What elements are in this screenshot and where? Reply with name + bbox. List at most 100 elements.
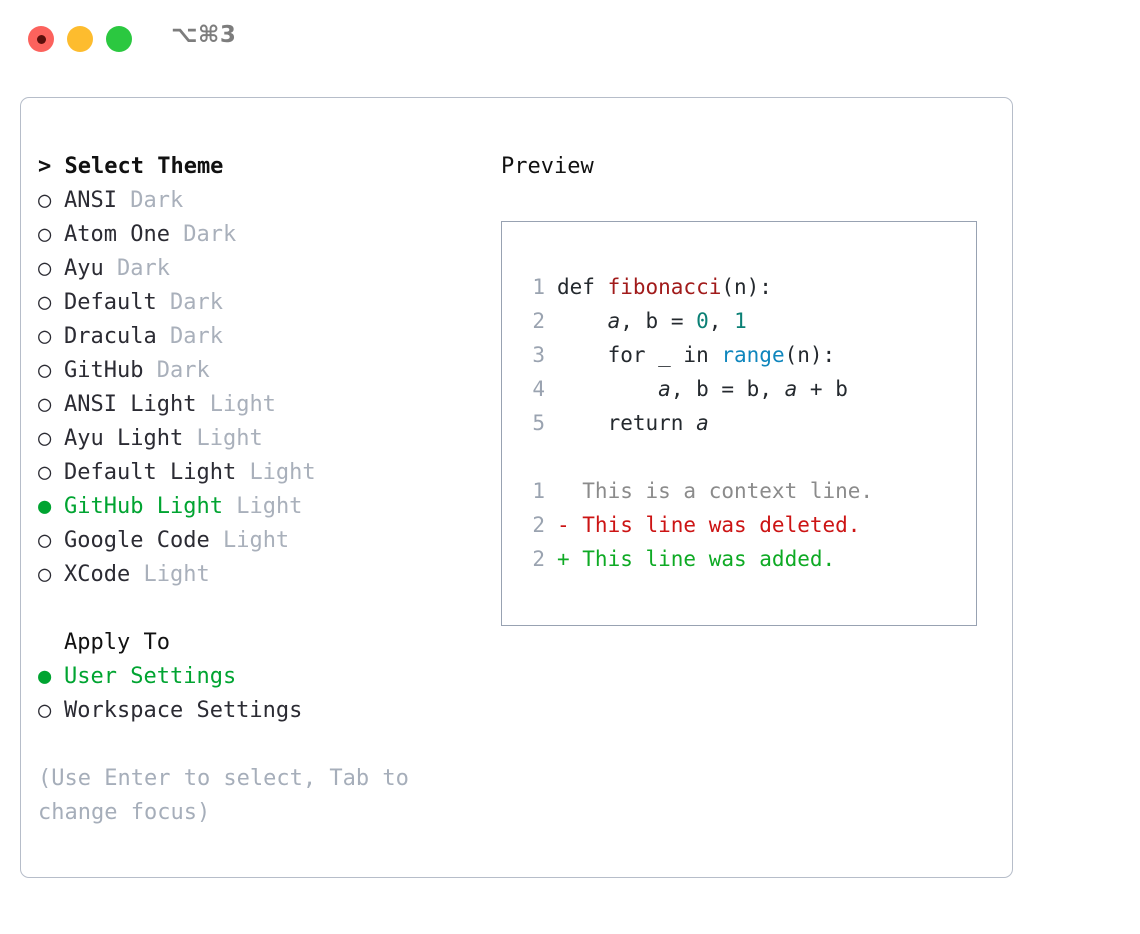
code-token: a xyxy=(607,309,621,333)
theme-option-kind: Light xyxy=(236,494,303,519)
section-spacer xyxy=(38,592,478,626)
diff-sample: 1 This is a context line. 2 - This line wa… xyxy=(519,474,968,576)
radio-unselected-icon: ○ xyxy=(38,528,52,553)
code-token: return xyxy=(557,411,697,435)
code-token: for _ in xyxy=(557,343,722,367)
theme-selector-panel: > Select Theme ○ANSI Dark○Atom One Dark○… xyxy=(20,97,1013,878)
theme-list-column: > Select Theme ○ANSI Dark○Atom One Dark○… xyxy=(38,150,478,830)
line-number: 3 xyxy=(532,343,545,367)
code-line: 1 def fibonacci(n): xyxy=(519,270,968,304)
theme-option-xcode[interactable]: ○XCode Light xyxy=(38,558,478,592)
radio-selected-icon: ● xyxy=(38,494,52,519)
theme-option-kind: Dark xyxy=(130,188,184,213)
radio-unselected-icon: ○ xyxy=(38,392,52,417)
code-token: b xyxy=(645,309,659,333)
code-line: 5 return a xyxy=(519,406,968,440)
code-token: (n): xyxy=(721,275,772,299)
apply-to-option-workspace-settings[interactable]: ○ Workspace Settings xyxy=(38,694,478,728)
close-button[interactable] xyxy=(28,26,54,52)
theme-option-google-code[interactable]: ○ Google Code Light xyxy=(38,524,478,558)
theme-option-kind: Light xyxy=(222,528,290,553)
theme-option-label: Default xyxy=(64,290,157,315)
theme-list[interactable]: ○ANSI Dark○Atom One Dark○Ayu Dark○Defaul… xyxy=(38,184,478,592)
window-controls xyxy=(28,26,132,52)
code-token: (n): xyxy=(784,343,836,367)
radio-unselected-icon: ○ xyxy=(38,188,52,213)
radio-unselected-icon: ○ xyxy=(38,460,52,485)
theme-option-label: Google Code xyxy=(64,528,210,553)
theme-option-kind: Dark xyxy=(117,256,170,281)
code-token: 0 xyxy=(696,309,709,333)
theme-option-kind: Dark xyxy=(169,324,223,349)
code-token: a xyxy=(784,377,798,401)
code-token: 1 xyxy=(734,309,747,333)
radio-unselected-icon: ○ xyxy=(38,698,52,723)
line-number: 1 xyxy=(532,275,545,299)
radio-unselected-icon: ○ xyxy=(38,222,52,247)
diff-spacer xyxy=(519,440,968,474)
code-line: 2 a, b = 0, 1 xyxy=(519,304,968,338)
code-token: fibonacci xyxy=(607,275,722,299)
theme-option-label: XCode xyxy=(64,562,131,587)
minimize-button[interactable] xyxy=(67,26,93,52)
theme-option-label: ANSI xyxy=(64,188,117,213)
theme-option-label: Ayu xyxy=(64,256,104,281)
apply-to-option-label: Workspace Settings xyxy=(64,698,303,723)
theme-option-dracula[interactable]: ○ Dracula Dark xyxy=(38,320,478,354)
line-number: 1 xyxy=(532,479,545,503)
theme-option-kind: Dark xyxy=(169,290,223,315)
code-token xyxy=(557,309,608,333)
code-line: 4 a, b = b, a + b xyxy=(519,372,968,406)
code-token: , xyxy=(708,309,735,333)
code-token: def xyxy=(557,275,608,299)
title-bar: ⌥⌘3 xyxy=(0,0,1140,78)
line-number: 2 xyxy=(532,309,545,333)
radio-unselected-icon: ○ xyxy=(38,256,52,281)
apply-to-option-user-settings[interactable]: ●User Settings xyxy=(38,660,478,694)
theme-option-ansi-light[interactable]: ○ANSI Light Light xyxy=(38,388,478,422)
theme-option-kind: Light xyxy=(196,426,263,451)
theme-option-atom-one[interactable]: ○ Atom One Dark xyxy=(38,218,478,252)
theme-option-label: GitHub xyxy=(64,358,144,383)
theme-option-kind: Light xyxy=(249,460,316,485)
apply-to-option-label: User Settings xyxy=(64,664,237,689)
theme-option-ayu[interactable]: ○ Ayu Dark xyxy=(38,252,478,286)
keyboard-shortcut-label: ⌥⌘3 xyxy=(171,22,237,48)
theme-option-github-light[interactable]: ●GitHub Light Light xyxy=(38,490,478,524)
apply-to-heading: Apply To xyxy=(64,630,170,655)
diff-line-del: 2 - This line was deleted. xyxy=(519,508,968,542)
preview-heading: Preview xyxy=(501,154,594,179)
code-token: + b xyxy=(797,377,848,401)
radio-unselected-icon: ○ xyxy=(38,358,52,383)
theme-option-default[interactable]: ○ Default Dark xyxy=(38,286,478,320)
select-theme-heading: > Select Theme xyxy=(38,154,224,179)
apply-to-list[interactable]: ●User Settings ○ Workspace Settings xyxy=(38,660,478,728)
radio-unselected-icon: ○ xyxy=(38,290,52,315)
theme-option-ayu-light[interactable]: ○Ayu Light Light xyxy=(38,422,478,456)
theme-option-kind: Dark xyxy=(183,222,237,247)
code-token: range xyxy=(721,343,785,367)
line-number: 2 xyxy=(532,513,545,537)
code-token: a xyxy=(696,411,709,435)
theme-option-github[interactable]: ○ GitHub Dark xyxy=(38,354,478,388)
diff-text: + This line was added. xyxy=(557,547,836,571)
theme-option-kind: Dark xyxy=(156,358,210,383)
theme-option-label: ANSI Light xyxy=(64,392,197,417)
theme-option-kind: Light xyxy=(143,562,210,587)
diff-text: - This line was deleted. xyxy=(557,513,861,537)
maximize-button[interactable] xyxy=(106,26,132,52)
theme-option-ansi[interactable]: ○ ANSI Dark xyxy=(38,184,478,218)
radio-unselected-icon: ○ xyxy=(38,324,52,349)
theme-option-label: Atom One xyxy=(64,222,170,247)
theme-option-default-light[interactable]: ○Default Light Light xyxy=(38,456,478,490)
code-token: a xyxy=(658,377,671,401)
diff-text: This is a context line. xyxy=(557,479,874,503)
diff-line-ctx: 1 This is a context line. xyxy=(519,474,968,508)
code-token: , b = b, xyxy=(670,377,785,401)
theme-option-label: Dracula xyxy=(64,324,157,349)
